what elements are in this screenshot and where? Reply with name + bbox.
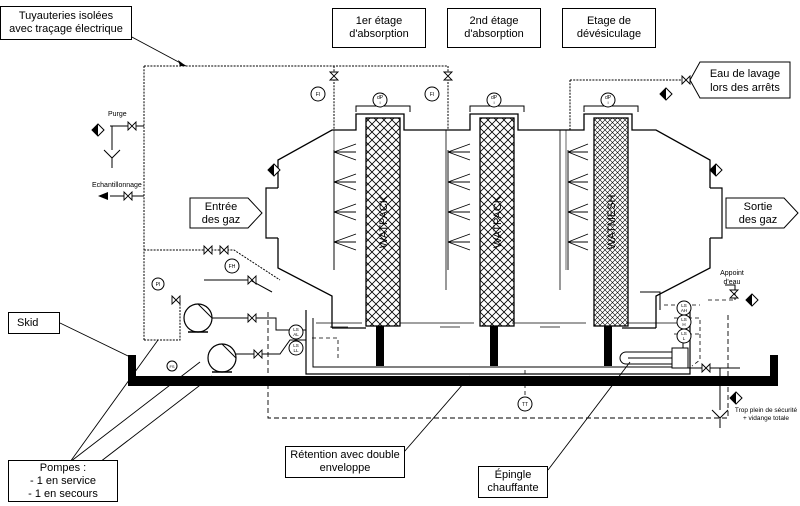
entree-text-1: Entrée (205, 201, 237, 213)
eau-lavage-text-2: lors des arrêts (710, 82, 780, 94)
entree-text-2: des gaz (202, 214, 241, 226)
liquid-level (316, 322, 680, 328)
instrument-ls-h: LS H (676, 314, 692, 330)
callout-etage-2: 2nd étage d'absorption (447, 8, 541, 48)
ls-l-bottom: L (683, 336, 686, 341)
instrument-fh: FH (224, 258, 240, 274)
packing-label-3: WATMESH (606, 194, 618, 249)
packing-column-3 (593, 117, 629, 327)
ls-h-top: LS (681, 317, 687, 322)
pump-1-icon (183, 303, 213, 333)
dp-2-sub: I (493, 100, 494, 105)
ls-al-top: LS (293, 327, 299, 332)
pi-label: PI (156, 282, 161, 288)
callout-tuyauteries: Tuyauteries isolées avec traçage électri… (0, 6, 132, 40)
trop-plein-label-1: Trop plein de sécurité (735, 407, 798, 414)
appoint-label-1: Appoint (720, 270, 744, 277)
instrument-fi-1: FI (310, 86, 326, 102)
callout-etage-1: 1er étage d'absorption (332, 8, 426, 48)
sight-glass-icon (91, 87, 759, 405)
ls-ah-top: LS (681, 303, 687, 308)
instrument-ls-ll-left: LS LL (288, 340, 304, 356)
sortie-text-1: Sortie (744, 201, 773, 213)
wash-water-arrow (689, 61, 791, 99)
appoint-label-2: d'eau (724, 279, 741, 286)
gas-inlet-arrow (189, 197, 263, 229)
purge-label: Purge (108, 111, 127, 118)
fi-1-label: FI (316, 92, 320, 98)
dp-1-sub: I (379, 100, 380, 105)
fh-label: FH (229, 264, 236, 270)
spray-nozzles-stage-3 (567, 143, 589, 270)
ls-ll-left-bottom: LL (293, 348, 299, 353)
dp-2-label: dP (491, 95, 498, 101)
support-leg-2 (490, 326, 498, 366)
instrument-fs: FS (166, 360, 178, 372)
retention-dashed-envelope (267, 312, 729, 419)
leader-arrow-head (178, 60, 186, 66)
skid-frame (128, 355, 778, 386)
packing-label-1: WATPACK (378, 195, 390, 248)
retention-tank-outer (305, 310, 691, 375)
instrument-dp-3: dP I (600, 92, 616, 108)
instrument-fi-2: FI (424, 86, 440, 102)
ls-al-bottom: AL (293, 332, 299, 337)
packing-column-1 (365, 117, 401, 327)
packing-column-2 (479, 117, 515, 327)
instrument-ls-al: LS AL (288, 324, 304, 340)
dp-3-label: dP (605, 95, 612, 101)
eau-lavage-line1: Eau de lavage (710, 68, 780, 80)
packing-label-2: WATPACK (492, 195, 504, 248)
callout-skid: Skid (8, 312, 60, 334)
sample-arrow-icon (98, 192, 108, 200)
instrument-dp-2: dP I (486, 92, 502, 108)
tt-label: TT (522, 402, 528, 408)
gas-inlet-nozzle (265, 187, 278, 239)
callout-pompes: Pompes : - 1 en service - 1 en secours (8, 460, 118, 502)
pump-2-icon (207, 343, 237, 373)
dp-1-label: dP (377, 95, 384, 101)
callout-etage-3: Etage de dévésiculage (562, 8, 656, 48)
instrument-dp-1: dP I (372, 92, 388, 108)
support-leg-1 (376, 326, 384, 366)
purge-funnel-icon (103, 149, 121, 168)
fi-2-label: FI (430, 92, 434, 98)
gas-outlet-nozzle (710, 187, 723, 239)
callout-epingle: Épingle chauffante (478, 466, 548, 498)
ls-h-bottom: H (682, 322, 685, 327)
echantillonnage-label: Echantillonnage (92, 182, 142, 189)
instrument-pi: PI (151, 277, 165, 291)
ls-l-top: LS (681, 331, 687, 336)
support-leg-3 (604, 326, 612, 366)
scrubber-vessel (277, 113, 711, 328)
heating-hairpin-icon (619, 347, 689, 369)
gas-outlet-arrow (725, 197, 799, 229)
callout-retention: Rétention avec double enveloppe (285, 446, 405, 478)
overflow-funnel-icon (711, 409, 729, 428)
instrument-tt: TT (517, 396, 533, 412)
instrument-ls-l: LS L (676, 328, 692, 344)
eau-lavage-text-1: Eau de lavage (710, 68, 780, 80)
trop-plein-label-2: + vidange totale (743, 415, 789, 422)
valve-icon (123, 71, 740, 374)
callout-leader-lines (59, 35, 631, 471)
instrument-ls-ah: LS AH (676, 300, 692, 316)
column-top-caps (355, 105, 639, 112)
dp-3-sub: I (607, 100, 608, 105)
ls-ll-left-top: LS (293, 343, 299, 348)
sortie-text-2: des gaz (739, 214, 778, 226)
eau-lavage-line2: lors des arrêts (710, 82, 780, 94)
fs-label: FS (169, 364, 174, 369)
spray-nozzles-stage-2 (447, 143, 471, 270)
ls-ah-bottom: AH (681, 308, 687, 313)
spray-nozzles-stage-1 (333, 143, 357, 270)
